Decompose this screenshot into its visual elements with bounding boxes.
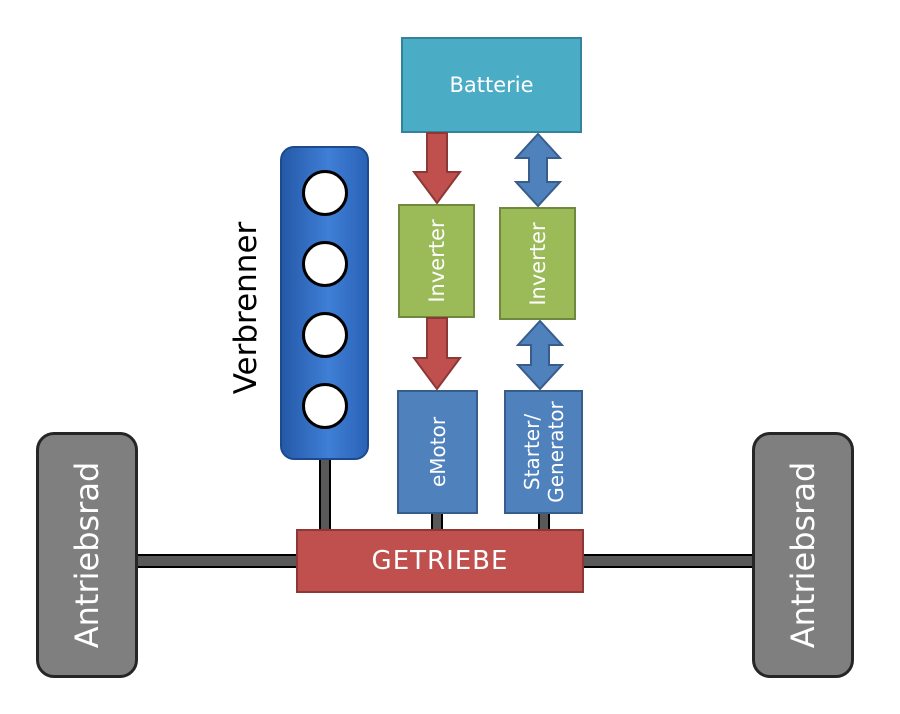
starter-generator-box: Starter/ Generator [504, 390, 583, 514]
gearbox-box: GETRIEBE [296, 529, 584, 593]
inverter-left-label: Inverter [424, 219, 449, 303]
engine-shaft [319, 456, 331, 532]
inverter-left-box: Inverter [398, 204, 475, 318]
cylinder-2-icon [302, 241, 348, 287]
cylinder-1-icon [302, 170, 348, 216]
drive-wheel-left-label: Antriebsrad [68, 461, 106, 649]
double-arrow-icon [515, 319, 565, 391]
combustion-engine-block [280, 146, 369, 460]
drive-wheel-right-label: Antriebsrad [784, 461, 822, 649]
starter-generator-label: Starter/ Generator [520, 401, 568, 503]
drive-wheel-right: Antriebsrad [752, 432, 854, 678]
axle-right [580, 554, 756, 568]
down-arrow-icon [412, 132, 462, 205]
inverter-right-box: Inverter [499, 207, 576, 320]
cylinder-4-icon [302, 383, 348, 429]
emotor-box: eMotor [397, 390, 478, 514]
generator-label: Generator [543, 401, 568, 503]
starter-label: Starter/ [519, 413, 544, 491]
down-arrow-icon [412, 317, 462, 391]
battery-box: Batterie [401, 37, 582, 133]
engine-label-area: Verbrenner [222, 222, 270, 395]
inverter-right-label: Inverter [525, 221, 550, 306]
battery-label: Batterie [449, 73, 534, 97]
axle-left [134, 554, 300, 568]
engine-label: Verbrenner [228, 221, 264, 395]
cylinder-3-icon [302, 312, 348, 358]
emotor-label: eMotor [425, 416, 450, 488]
drive-wheel-left: Antriebsrad [36, 432, 138, 678]
double-arrow-icon [513, 132, 563, 208]
gearbox-label: GETRIEBE [371, 546, 509, 576]
